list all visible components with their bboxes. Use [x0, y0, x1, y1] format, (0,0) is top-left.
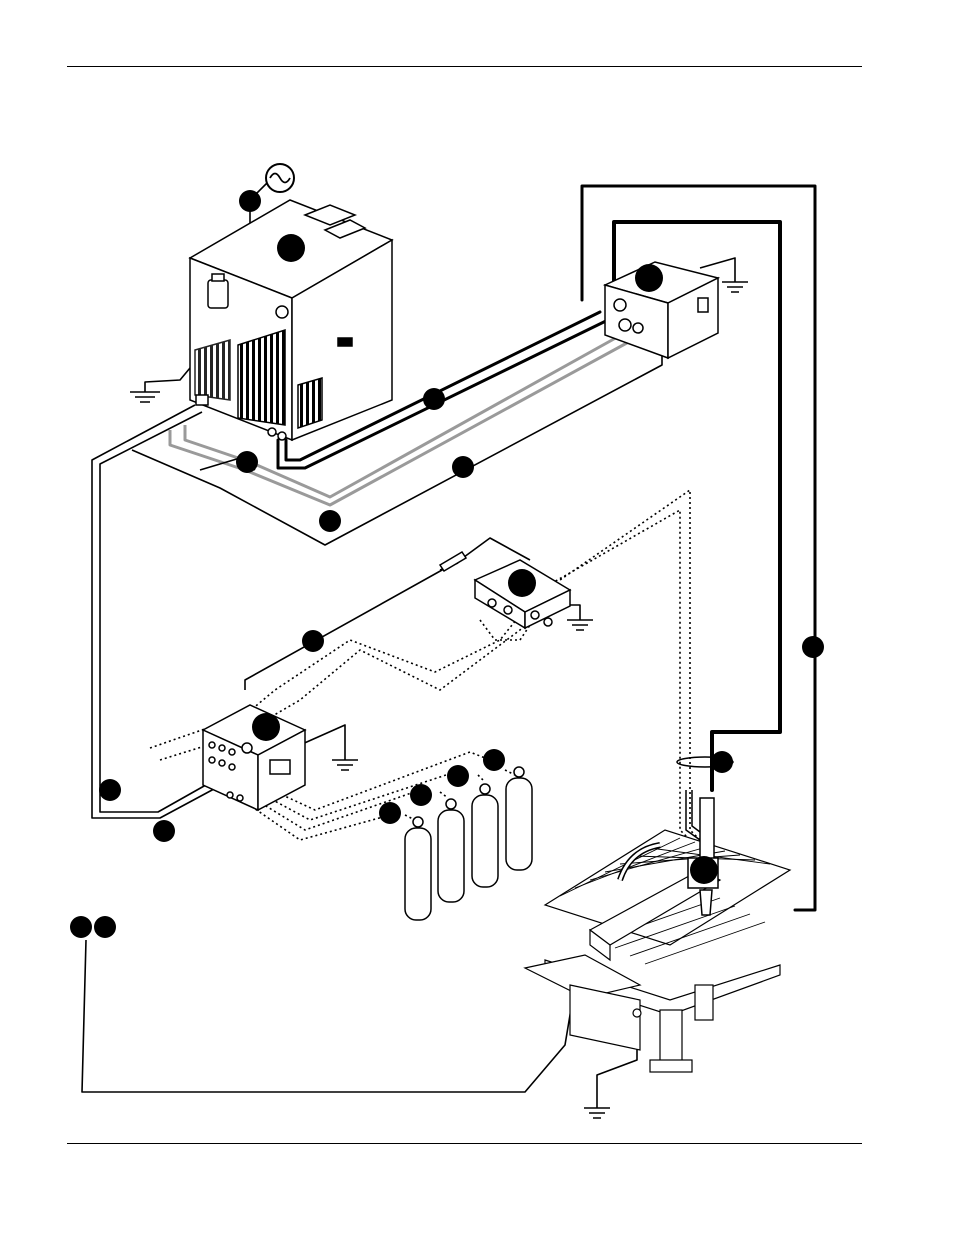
callout-marker [508, 569, 536, 597]
footer-rule [67, 1143, 862, 1144]
ground-icon [130, 391, 160, 403]
ac-power-icon [265, 163, 295, 193]
callout-marker [252, 713, 280, 741]
callout-marker [239, 190, 261, 212]
ground-icon [722, 281, 748, 293]
gas-cylinders [404, 766, 533, 921]
callout-marker [447, 765, 469, 787]
callout-marker [277, 234, 305, 262]
callout-marker [711, 751, 733, 773]
ground-icon [584, 1107, 610, 1119]
gas-cylinder-icon [505, 766, 533, 871]
callout-marker [690, 856, 718, 884]
callout-marker [153, 820, 175, 842]
callout-marker [379, 802, 401, 824]
callout-marker [635, 264, 663, 292]
ground-icon [332, 759, 358, 771]
callout-marker [410, 784, 432, 806]
gas-cylinder-icon [437, 798, 465, 903]
work-lead-cables [276, 184, 817, 912]
gas-console [201, 704, 307, 812]
callout-marker [423, 388, 445, 410]
gas-cylinder-icon [471, 783, 499, 888]
callout-markers [70, 190, 824, 938]
callout-marker [483, 749, 505, 771]
callout-marker [319, 510, 341, 532]
cutting-table [523, 829, 792, 1073]
callout-marker [452, 456, 474, 478]
ground-icon [567, 619, 593, 631]
callout-marker [236, 451, 258, 473]
callout-marker [99, 779, 121, 801]
callout-marker [802, 636, 824, 658]
callout-marker [302, 630, 324, 652]
callout-marker [70, 916, 92, 938]
callout-marker [94, 916, 116, 938]
gas-cylinder-icon [404, 816, 432, 921]
gas-valve-manifold [438, 550, 572, 630]
header-rule [67, 66, 862, 67]
ground-icons [130, 281, 748, 1119]
